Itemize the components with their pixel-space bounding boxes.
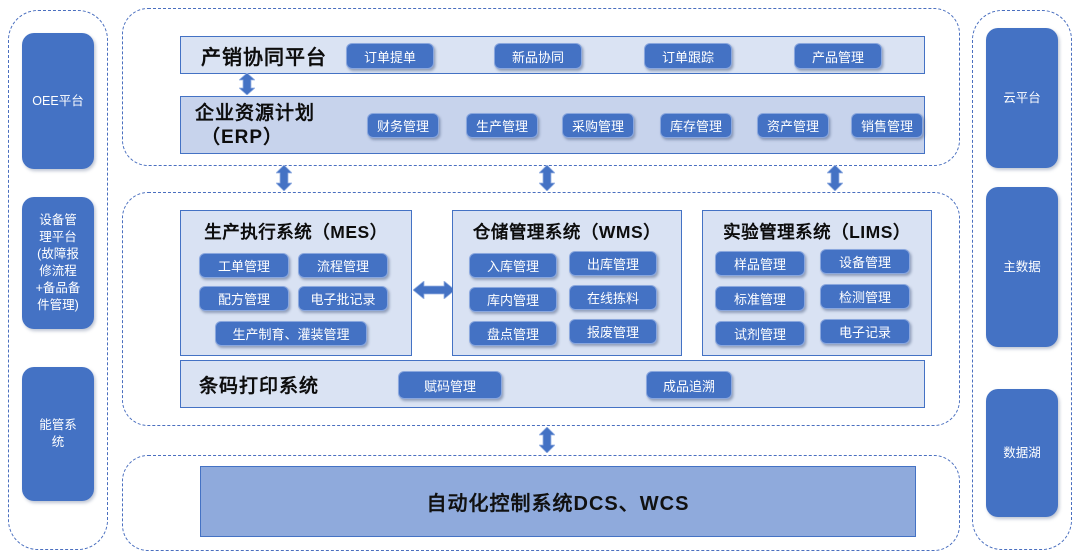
execution-layer <box>122 192 960 426</box>
electronic-record-button: 电子记录 <box>820 319 910 344</box>
mes-box: 生产执行系统（MES） 工单管理 流程管理 配方管理 电子批记录 生产制育、灌装… <box>180 210 412 356</box>
lims-title: 实验管理系统（LIMS） <box>723 222 911 242</box>
inventory-mgmt-button: 库存管理 <box>660 113 732 138</box>
left-panel: OEE平台 设备管理平台 (故障报修流程+备品备件管理) 能管系统 <box>8 10 108 550</box>
sales-collab-platform-title: 产销协同平台 <box>201 46 327 69</box>
equipment-mgmt-platform-box: 设备管理平台 (故障报修流程+备品备件管理) <box>22 197 94 329</box>
sample-mgmt-button: 样品管理 <box>715 251 805 276</box>
oee-platform-label: OEE平台 <box>32 93 84 108</box>
stocktaking-mgmt-button: 盘点管理 <box>469 321 557 346</box>
erp-bar: 企业资源计划 （ERP） 财务管理 生产管理 采购管理 库存管理 资产管理 销售… <box>180 96 925 154</box>
work-order-mgmt-button: 工单管理 <box>199 253 289 278</box>
energy-mgmt-system-label: 能管系统 <box>39 418 77 449</box>
electronic-batch-record-button: 电子批记录 <box>298 286 388 311</box>
automation-layer <box>122 455 960 551</box>
code-assignment-mgmt-button: 赋码管理 <box>398 371 502 399</box>
updown-arrow-icon <box>239 73 255 95</box>
erp-title-line2: （ERP） <box>201 126 284 148</box>
barcode-print-system-bar: 条码打印系统 赋码管理 成品追溯 <box>180 360 925 408</box>
data-lake-box: 数据湖 <box>986 389 1058 517</box>
warehouse-internal-mgmt-button: 库内管理 <box>469 287 557 312</box>
new-product-collab-button: 新品协同 <box>494 43 582 69</box>
leftright-arrow-icon <box>413 281 455 299</box>
process-mgmt-button: 流程管理 <box>298 253 388 278</box>
outbound-mgmt-button: 出库管理 <box>569 251 657 276</box>
online-picking-button: 在线拣料 <box>569 285 657 310</box>
cloud-platform-label: 云平台 <box>1003 90 1041 105</box>
product-mgmt-button: 产品管理 <box>794 43 882 69</box>
inspection-mgmt-button: 检测管理 <box>820 284 910 309</box>
mes-title: 生产执行系统（MES） <box>204 222 388 242</box>
right-panel: 云平台 主数据 数据湖 <box>972 10 1072 550</box>
procurement-mgmt-button: 采购管理 <box>562 113 634 138</box>
scrap-mgmt-button: 报废管理 <box>569 319 657 344</box>
top-layer <box>122 8 960 166</box>
barcode-print-system-title: 条码打印系统 <box>199 375 320 397</box>
order-tracking-button: 订单跟踪 <box>644 43 732 69</box>
automation-control-bar: 自动化控制系统DCS、WCS <box>200 466 916 537</box>
equipment-mgmt-button: 设备管理 <box>820 249 910 274</box>
recipe-mgmt-button: 配方管理 <box>199 286 289 311</box>
updown-arrow-icon <box>827 165 843 191</box>
wms-title: 仓储管理系统（WMS） <box>472 222 662 242</box>
data-lake-label: 数据湖 <box>1003 445 1041 460</box>
master-data-box: 主数据 <box>986 187 1058 347</box>
energy-mgmt-system-box: 能管系统 <box>22 367 94 501</box>
standard-mgmt-button: 标准管理 <box>715 286 805 311</box>
production-filling-mgmt-button: 生产制育、灌装管理 <box>215 321 367 346</box>
updown-arrow-icon <box>539 427 555 453</box>
erp-title: 企业资源计划 （ERP） <box>195 102 315 150</box>
product-traceability-button: 成品追溯 <box>646 371 732 399</box>
master-data-label: 主数据 <box>1003 259 1041 274</box>
lims-box: 实验管理系统（LIMS） 样品管理 设备管理 标准管理 检测管理 试剂管理 电子… <box>702 210 932 356</box>
reagent-mgmt-button: 试剂管理 <box>715 321 805 346</box>
automation-control-title: 自动化控制系统DCS、WCS <box>426 493 690 515</box>
wms-box: 仓储管理系统（WMS） 入库管理 出库管理 库内管理 在线拣料 盘点管理 报废管… <box>452 210 682 356</box>
erp-title-line1: 企业资源计划 <box>195 103 316 124</box>
oee-platform-box: OEE平台 <box>22 33 94 169</box>
sales-collab-platform-bar: 产销协同平台 订单提单 新品协同 订单跟踪 产品管理 <box>180 36 925 74</box>
sales-mgmt-button: 销售管理 <box>851 113 923 138</box>
order-submit-button: 订单提单 <box>346 43 434 69</box>
equipment-mgmt-platform-label: 设备管理平台 (故障报修流程+备品备件管理) <box>35 213 81 312</box>
updown-arrow-icon <box>539 165 555 191</box>
updown-arrow-icon <box>276 165 292 191</box>
production-mgmt-button: 生产管理 <box>466 113 538 138</box>
finance-mgmt-button: 财务管理 <box>367 113 439 138</box>
inbound-mgmt-button: 入库管理 <box>469 253 557 278</box>
cloud-platform-box: 云平台 <box>986 28 1058 168</box>
asset-mgmt-button: 资产管理 <box>757 113 829 138</box>
